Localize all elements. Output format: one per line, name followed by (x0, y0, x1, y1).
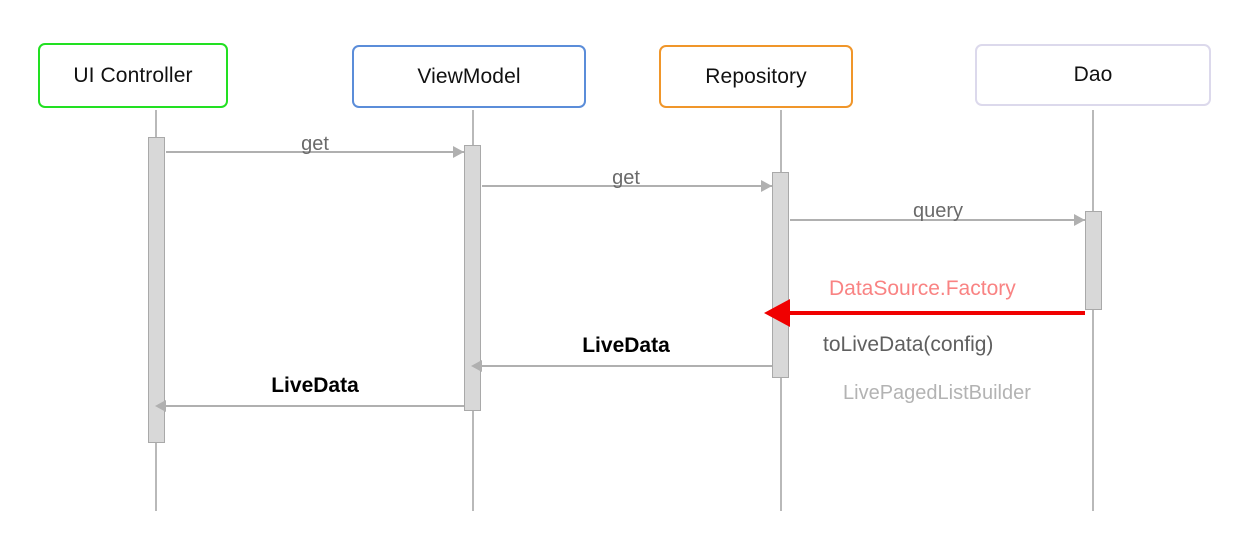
msg-get-vm-to-repo-line (482, 185, 772, 187)
participant-dao[interactable]: Dao (975, 44, 1211, 106)
msg-datasource-factory-dao-to-repo-arrowhead-icon (764, 299, 790, 327)
activation-viewmodel (464, 145, 481, 411)
participant-ui-controller-label: UI Controller (73, 63, 193, 87)
lifeline-dao (1092, 110, 1094, 511)
msg-livedata-repo-to-vm-label: LiveData (582, 334, 670, 357)
activation-dao (1085, 211, 1102, 310)
activation-ui-controller (148, 137, 165, 443)
participant-ui-controller[interactable]: UI Controller (38, 43, 228, 108)
participant-repository-label: Repository (705, 64, 807, 88)
msg-query-repo-to-dao-arrowhead-icon (1074, 214, 1085, 226)
msg-get-ui-to-vm-line (166, 151, 464, 153)
msg-query-repo-to-dao-line (790, 219, 1085, 221)
participant-viewmodel-label: ViewModel (417, 64, 521, 88)
msg-datasource-factory-dao-to-repo-line (790, 311, 1085, 315)
msg-get-ui-to-vm-arrowhead-icon (453, 146, 464, 158)
msg-get-ui-to-vm-label: get (301, 133, 329, 155)
participant-viewmodel[interactable]: ViewModel (352, 45, 586, 108)
msg-livedata-vm-to-ui-arrowhead-icon (155, 400, 166, 412)
annot-datasource-factory: DataSource.Factory (829, 277, 1016, 300)
activation-repository (772, 172, 789, 378)
msg-livedata-vm-to-ui-line (166, 405, 464, 407)
msg-livedata-repo-to-vm-arrowhead-icon (471, 360, 482, 372)
annot-livepagedlistbuilder: LivePagedListBuilder (843, 382, 1031, 404)
msg-query-repo-to-dao-label: query (912, 200, 964, 222)
msg-get-vm-to-repo-label: get (612, 167, 640, 189)
msg-get-vm-to-repo-arrowhead-icon (761, 180, 772, 192)
participant-dao-label: Dao (1073, 63, 1113, 86)
msg-livedata-vm-to-ui-label: LiveData (271, 374, 359, 397)
msg-livedata-repo-to-vm-line (482, 365, 772, 367)
annot-tolivedata-config: toLiveData(config) (823, 333, 994, 356)
participant-repository[interactable]: Repository (659, 45, 853, 108)
